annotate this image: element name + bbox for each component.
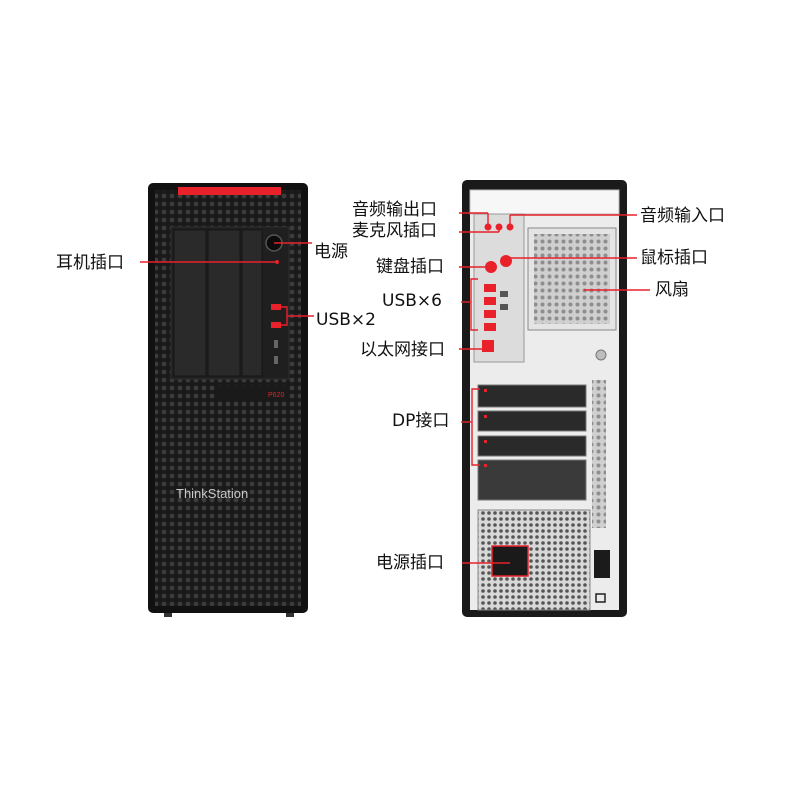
expansion-card-1 [477,384,587,408]
label-audio-in: 音频输入口 [640,206,725,226]
rear-usb-port-6[interactable] [500,304,508,310]
front-usb-port-1[interactable] [271,304,281,310]
rear-callout-lines [459,212,650,564]
label-headphone-port: 耳机插口 [56,253,124,273]
expansion-slot-cover [477,459,587,501]
headphone-jack-icon[interactable] [275,260,279,264]
expansion-card-3 [477,435,587,457]
audio-in-jack-icon[interactable] [506,223,514,231]
io-shield [473,213,525,363]
audio-out-jack-icon[interactable] [484,223,492,231]
front-foot-right [286,613,294,617]
brand-logo: ThinkStation [176,486,248,501]
front-tower: P620 ThinkStation [148,183,308,617]
label-power: 电源 [314,242,348,262]
label-ethernet: 以太网接口 [360,340,445,360]
fan-grill-icon [534,234,610,324]
ethernet-port-icon[interactable] [482,340,494,352]
model-label: P620 [268,392,284,399]
front-foot-left [164,613,172,617]
mouse-port-icon[interactable] [500,255,512,267]
drive-bay-1[interactable] [173,229,207,377]
rear-usb-port-5[interactable] [500,291,508,297]
dp-bracket [471,388,480,466]
dp-port-1[interactable] [484,389,487,392]
label-mouse-port: 鼠标插口 [640,248,708,268]
thumbscrew-icon[interactable] [595,349,607,361]
dp-port-4[interactable] [484,464,487,467]
label-audio-out: 音频输出口 [352,200,437,220]
front-usbc-port-1[interactable] [274,340,278,348]
lock-slot-icon [595,593,606,603]
drive-bay-3[interactable] [241,229,263,377]
top-recess [469,189,620,215]
rear-usb-port-4[interactable] [484,323,496,331]
usb6-bracket [470,278,478,331]
label-mic: 麦克风插口 [352,221,437,241]
rear-tower [462,180,627,617]
front-usbc-port-2[interactable] [274,356,278,364]
drive-bay-2[interactable] [207,229,241,377]
label-rear-usb: USB×6 [382,291,442,311]
front-usb-port-2[interactable] [271,322,281,328]
label-front-usb: USB×2 [316,310,376,330]
label-keyboard-port: 键盘插口 [376,257,444,277]
rear-usb-port-1[interactable] [484,284,496,292]
dp-port-2[interactable] [484,415,487,418]
label-fan: 风扇 [655,280,689,300]
label-dp: DP接口 [392,411,450,431]
rear-usb-port-3[interactable] [484,310,496,318]
front-callout-lines [140,242,314,326]
front-handle-accent [178,187,281,195]
label-power-socket: 电源插口 [376,553,444,573]
rear-usb-port-2[interactable] [484,297,496,305]
expansion-card-2 [477,410,587,432]
model-badge [215,386,287,400]
dp-port-3[interactable] [484,440,487,443]
side-vent [592,380,606,528]
psu-switch-icon[interactable] [594,550,610,578]
power-socket-icon[interactable] [491,545,529,577]
